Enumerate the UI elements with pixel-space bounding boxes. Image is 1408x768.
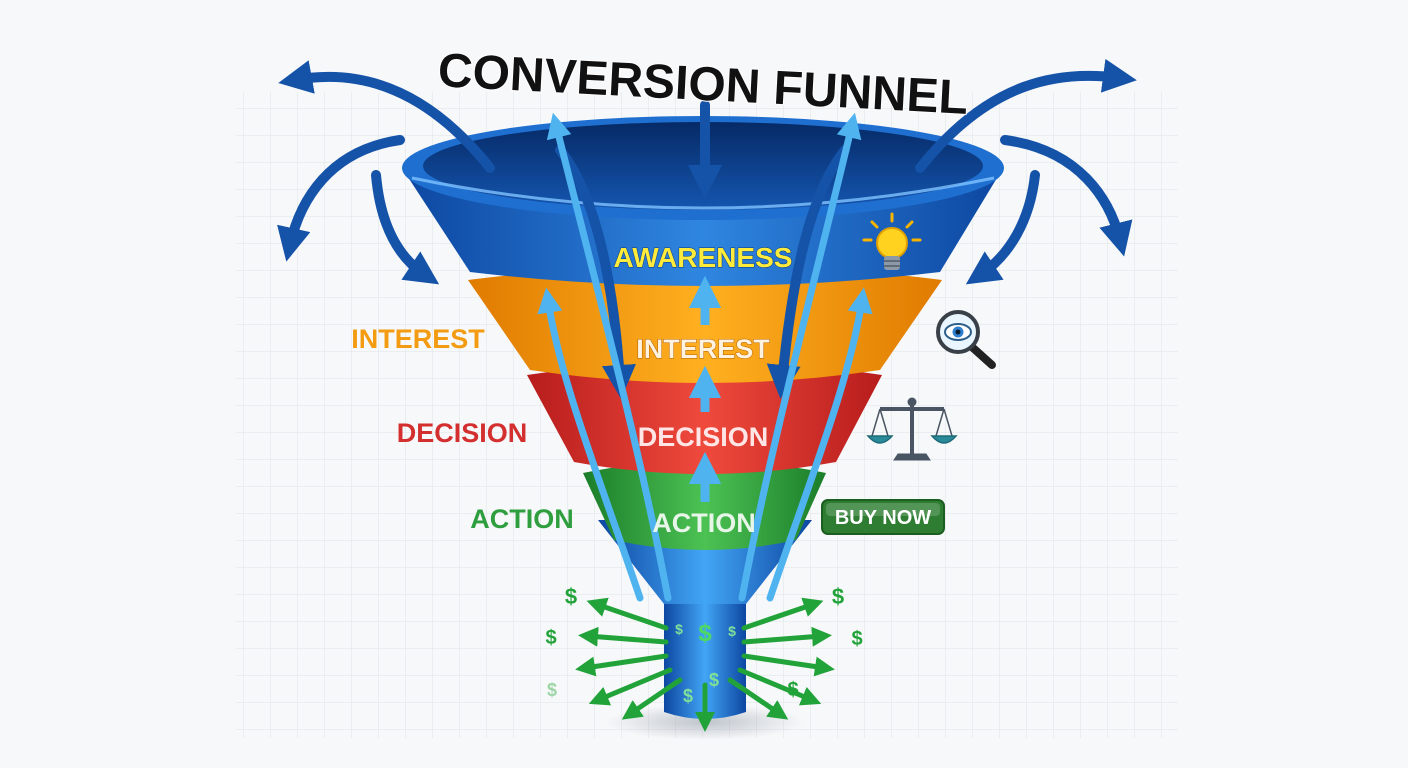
buy-now-button[interactable]: BUY NOW: [821, 499, 945, 535]
magnifier-eye-icon: [936, 310, 996, 369]
dollar-sign: $: [728, 623, 736, 639]
outer-arrows: [277, 58, 1137, 399]
dollar-sign: $: [709, 670, 719, 690]
dollar-sign: $: [832, 584, 844, 609]
dollar-sign: $: [787, 679, 798, 701]
side-label-decision: DECISION: [397, 418, 528, 448]
dollar-sign: $: [851, 628, 862, 650]
dollar-sign: $: [683, 686, 693, 706]
dollar-symbols: $ $ $ $ $ $ $ $ $ $ $: [545, 584, 862, 706]
rising-arrows: [537, 112, 873, 602]
dollar-sign: $: [675, 621, 683, 637]
stage-label-decision: DECISION: [638, 422, 769, 452]
funnel-spout: [664, 600, 746, 719]
side-label-interest: INTEREST: [351, 324, 485, 354]
lightbulb-icon: [862, 212, 922, 270]
side-label-action: ACTION: [470, 504, 574, 534]
dollar-sign: $: [545, 627, 556, 649]
stage-label-action: ACTION: [652, 508, 756, 538]
money-arrows: [575, 597, 835, 732]
dollar-sign: $: [547, 680, 557, 700]
balance-scale-icon: [866, 397, 958, 461]
dollar-sign: $: [565, 584, 577, 609]
dollar-sign: $: [698, 620, 712, 647]
stage-label-awareness: AWARENESS: [614, 242, 793, 273]
buy-now-label: BUY NOW: [835, 507, 931, 529]
rim-highlight: [411, 176, 995, 210]
stage-label-interest: INTEREST: [636, 334, 770, 364]
